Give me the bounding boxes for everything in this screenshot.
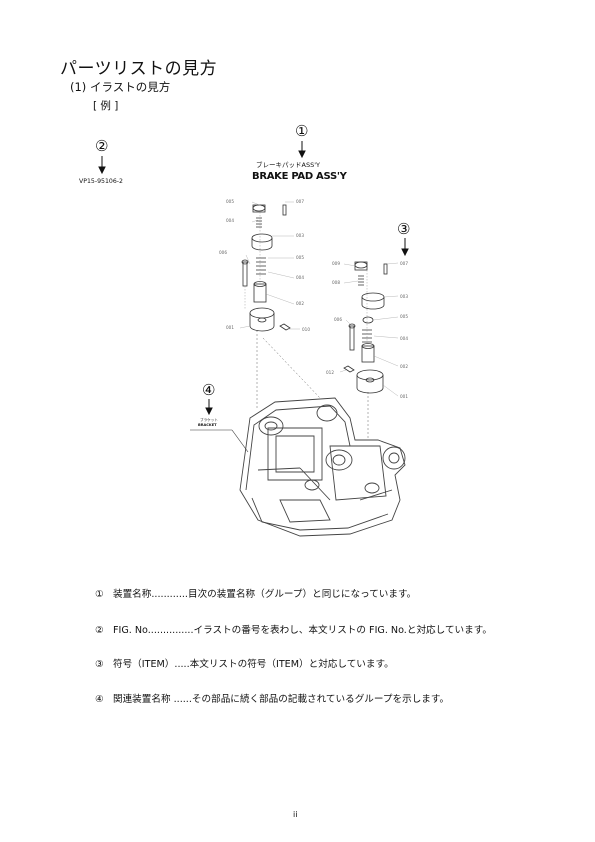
item-number: 005	[226, 199, 234, 204]
item-number: 004	[296, 275, 304, 280]
callout-3: ③	[397, 220, 411, 238]
callout-2: ②	[95, 137, 109, 155]
item-number: 006	[219, 250, 227, 255]
section-heading: (1) イラストの見方	[70, 80, 171, 94]
item-number: 003	[296, 233, 304, 238]
page-number: ii	[293, 810, 298, 819]
item-number: 008	[332, 280, 340, 285]
item-number: 007	[400, 261, 408, 266]
item-number: 012	[326, 370, 334, 375]
part-name-japanese: ブレーキパッドASS'Y	[256, 161, 320, 169]
item-number: 003	[400, 294, 408, 299]
item-number: 004	[226, 218, 234, 223]
fig-number: VP15-95106-2	[79, 178, 123, 185]
item-number: 001	[400, 394, 408, 399]
callout-1: ①	[295, 122, 309, 140]
item-number: 007	[296, 199, 304, 204]
item-number: 002	[400, 364, 408, 369]
page-title: パーツリストの見方	[60, 59, 218, 79]
item-number: 009	[332, 261, 340, 266]
item-number: 005	[296, 255, 304, 260]
item-number: 002	[296, 301, 304, 306]
item-number: 010	[302, 327, 310, 332]
bracket-label-japanese: ブラケット	[200, 418, 218, 422]
item-number: 005	[400, 314, 408, 319]
item-number: 001	[226, 325, 234, 330]
bracket-label-english: BRACKET	[198, 423, 217, 427]
item-number: 006	[334, 317, 342, 322]
example-label: [ 例 ]	[93, 100, 119, 112]
callout-4: ④	[202, 381, 216, 399]
part-name-english: BRAKE PAD ASS'Y	[252, 171, 347, 182]
item-number: 004	[400, 336, 408, 341]
